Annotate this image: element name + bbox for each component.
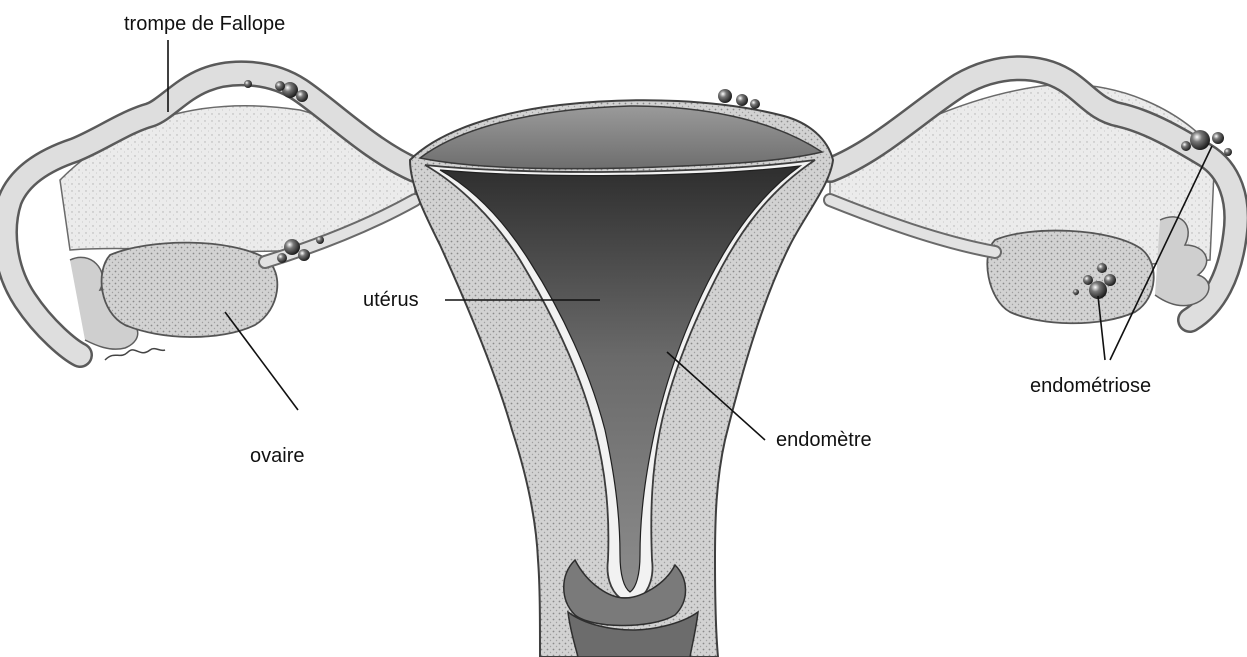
implant-nodule [316, 236, 324, 244]
implant-nodule [1224, 148, 1232, 156]
label-fallopian-tube: trompe de Fallope [124, 13, 285, 35]
label-endometriosis: endométriose [1030, 375, 1151, 397]
left-adnexa [5, 73, 415, 360]
implant-nodule [1097, 263, 1107, 273]
implant-nodule [277, 253, 287, 263]
implant-nodule [244, 80, 252, 88]
implant-nodule [1212, 132, 1224, 144]
implant-nodule [736, 94, 748, 106]
implant-nodule [275, 81, 285, 91]
label-ovary: ovaire [250, 445, 304, 467]
implant-nodule [1104, 274, 1116, 286]
implant-nodule [296, 90, 308, 102]
leader-line-ovary [225, 312, 298, 410]
implant-nodule [1181, 141, 1191, 151]
implant-nodule [750, 99, 760, 109]
implant-nodule [284, 239, 300, 255]
label-uterus: utérus [363, 289, 419, 311]
signature-mark [105, 349, 165, 360]
implant-nodule [718, 89, 732, 103]
implant-nodule [1083, 275, 1093, 285]
implant-nodule [1190, 130, 1210, 150]
implant-nodule [1073, 289, 1079, 295]
right-ovary [987, 231, 1153, 324]
uterus [410, 100, 833, 657]
implant-nodule [298, 249, 310, 261]
label-endometrium: endomètre [776, 429, 872, 451]
right-adnexa [830, 68, 1236, 323]
left-ovary [102, 243, 278, 337]
